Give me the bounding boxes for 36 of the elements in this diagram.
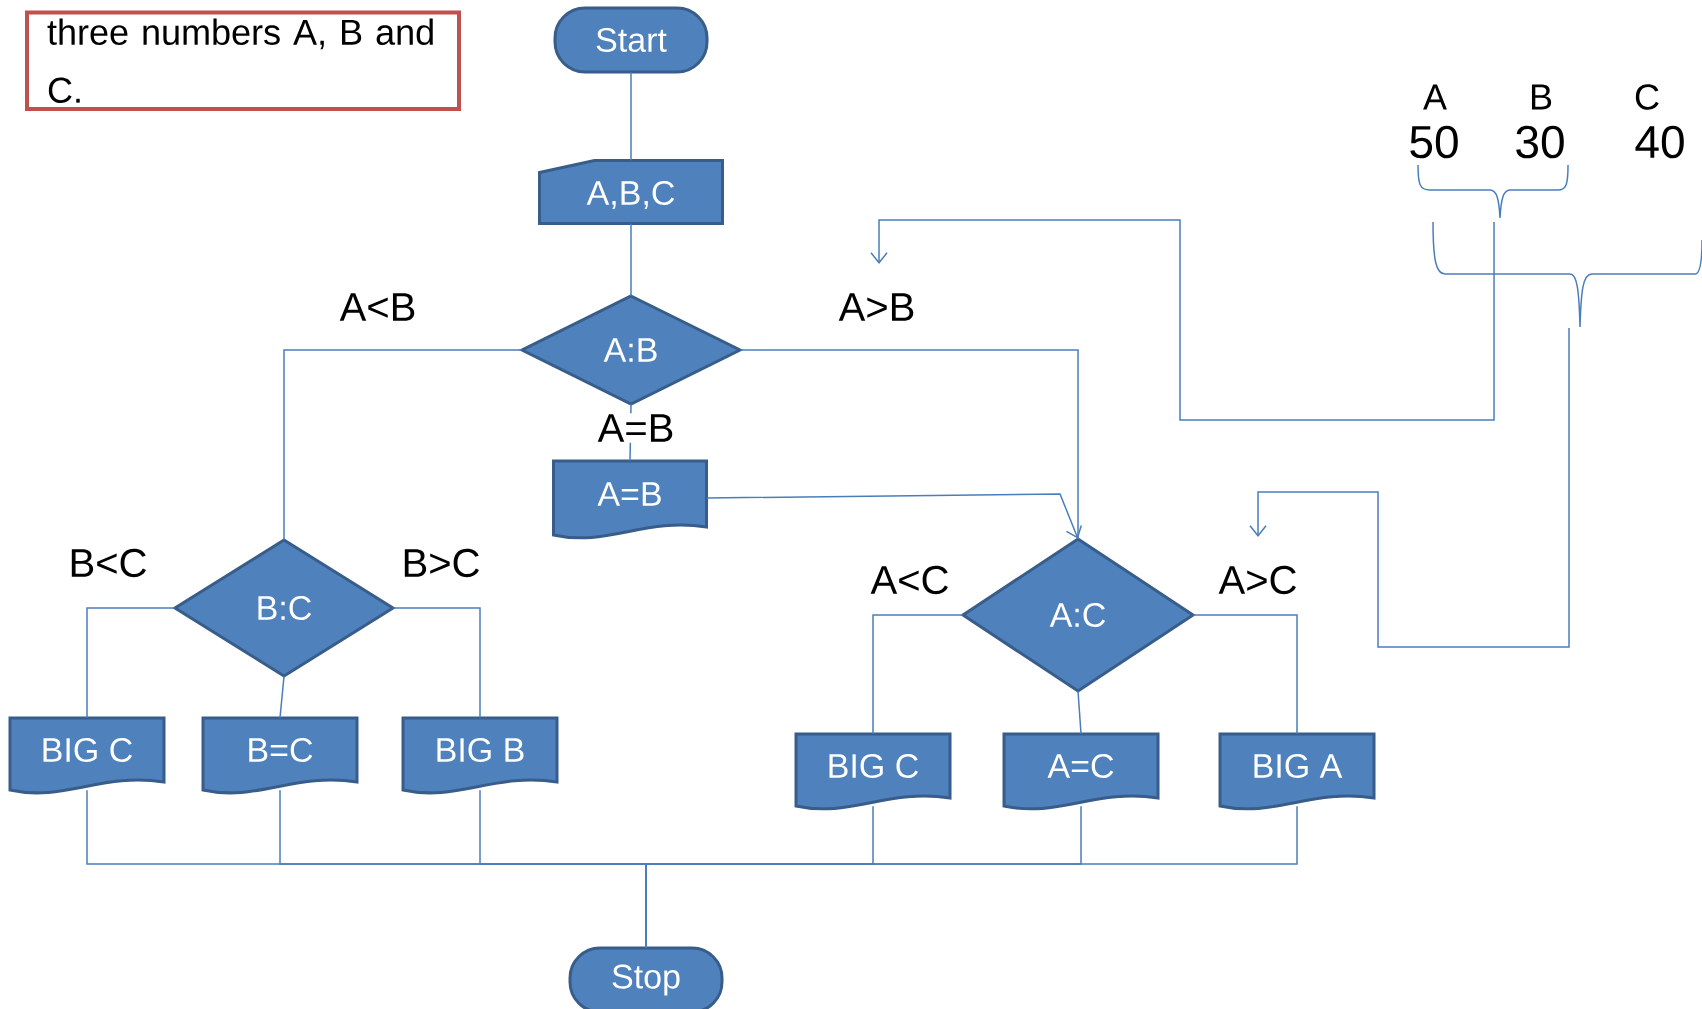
document-box: A=B — [552, 459, 708, 540]
number-label: 30 — [1516, 125, 1564, 159]
connector — [739, 349, 1079, 540]
connector — [630, 222, 632, 297]
connector — [283, 349, 523, 541]
connector — [1192, 614, 1298, 735]
connector — [705, 493, 1082, 539]
terminal-box: Start — [553, 6, 709, 74]
letter-label: B — [1531, 84, 1552, 110]
edge-label: A>C — [1217, 564, 1299, 596]
note-box: three numbers A, B and C. — [25, 10, 461, 111]
connector — [279, 675, 285, 719]
input-box: A,B,C — [538, 159, 724, 225]
connector — [630, 71, 632, 162]
document-box: BIG C — [8, 716, 166, 795]
letter-label: C — [1635, 84, 1659, 110]
connector — [872, 614, 964, 735]
document-box: BIG B — [401, 716, 559, 795]
document-box: A=C — [1002, 732, 1160, 811]
terminal-box: Stop — [568, 946, 724, 1009]
edge-label: A=B — [596, 413, 676, 443]
number-label: 40 — [1635, 125, 1684, 159]
connector — [392, 607, 481, 719]
letter-label: A — [1423, 84, 1447, 110]
document-box: BIG C — [794, 732, 952, 811]
document-box: BIG A — [1218, 732, 1376, 811]
document-box: B=C — [201, 716, 359, 795]
edge-label: B>C — [400, 547, 482, 579]
edge-label: B<C — [67, 547, 149, 579]
edge-label: A<B — [338, 292, 418, 322]
edge-label: A<C — [869, 564, 951, 596]
number-label: 50 — [1410, 125, 1458, 159]
connector — [645, 805, 1298, 949]
connector — [86, 607, 176, 719]
connector — [1077, 690, 1082, 735]
edge-label: A>B — [837, 292, 917, 322]
